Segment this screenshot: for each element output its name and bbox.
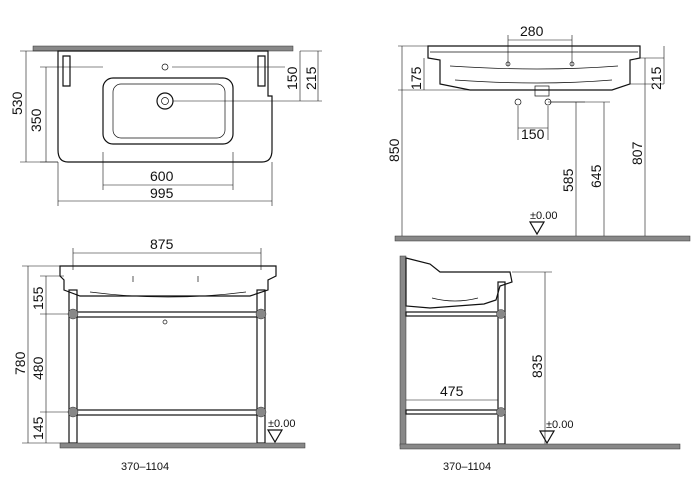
basin-outline xyxy=(57,50,273,163)
dim-875: 875 xyxy=(150,236,174,252)
side2-leg xyxy=(497,281,506,445)
dim-995: 995 xyxy=(150,185,174,201)
bowl-inner xyxy=(112,83,226,139)
dim-480: 480 xyxy=(30,356,46,380)
dim-530: 530 xyxy=(9,91,25,115)
dim-175: 175 xyxy=(408,66,424,90)
dim-150-waste: 150 xyxy=(521,126,545,142)
bowl-outer xyxy=(102,77,234,145)
dim-145: 145 xyxy=(30,416,46,440)
floor-label-2: ±0.00 xyxy=(268,418,295,430)
wall-hatch-2 xyxy=(399,255,407,447)
floor-hatch-2 xyxy=(59,442,306,449)
dim-280: 280 xyxy=(520,23,544,39)
tap-hole xyxy=(161,63,169,71)
wall-hatch xyxy=(32,45,294,52)
dim-780: 780 xyxy=(12,351,28,375)
side2-basin xyxy=(405,257,513,309)
floor-label-3: ±0.00 xyxy=(546,419,573,431)
drain-inner xyxy=(161,97,169,105)
dim-215: 215 xyxy=(303,66,319,90)
dim-155: 155 xyxy=(30,286,46,310)
dim-585: 585 xyxy=(560,168,576,192)
dim-150: 150 xyxy=(284,66,300,90)
dim-807: 807 xyxy=(629,141,645,165)
side-view: 280 150 175 850 585 645 807 215 ±0.00 xyxy=(386,23,691,242)
front-view: 875 780 155 480 145 ±0.00 370–1104 xyxy=(12,236,306,473)
dim-645: 645 xyxy=(588,164,604,188)
dim-835: 835 xyxy=(529,354,545,378)
side-basin xyxy=(427,45,641,91)
dim-350: 350 xyxy=(28,108,44,132)
drain-outer xyxy=(156,92,174,110)
rail-bottom xyxy=(76,409,258,416)
floor-label-1: ±0.00 xyxy=(530,210,557,222)
front-basin xyxy=(59,265,277,297)
floor-hatch-3 xyxy=(399,443,681,450)
side-code: 370–1104 xyxy=(443,461,491,473)
dim-600: 600 xyxy=(150,168,174,184)
dim-850: 850 xyxy=(386,138,402,162)
dim-215-side: 215 xyxy=(648,66,664,90)
dim-475: 475 xyxy=(440,383,464,399)
side2-rail-top xyxy=(405,311,499,317)
floor-hatch-1 xyxy=(394,235,691,242)
rail-top xyxy=(76,311,258,318)
side-view-2: 475 835 ±0.00 370–1104 xyxy=(399,255,681,473)
top-view: 600 995 530 350 150 215 xyxy=(9,45,322,206)
side2-rail-bottom xyxy=(405,409,499,415)
front-code: 370–1104 xyxy=(121,461,169,473)
